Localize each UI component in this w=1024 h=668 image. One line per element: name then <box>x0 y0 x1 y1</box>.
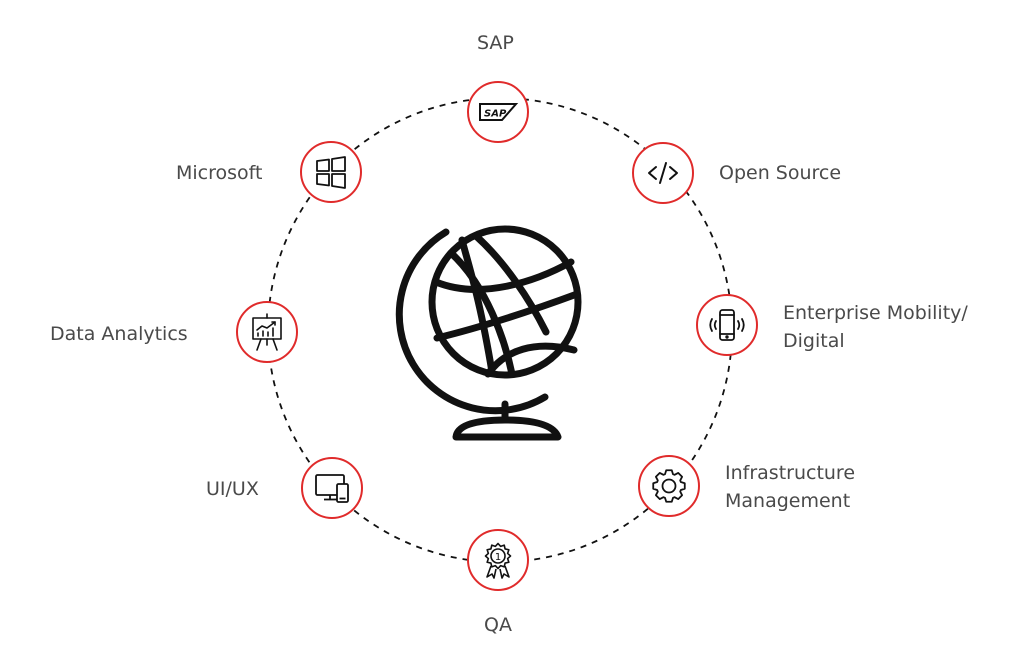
open-source-node[interactable] <box>632 142 694 204</box>
label-infrastructure: Infrastructure Management <box>725 462 856 512</box>
label-enterprise-mobility: Enterprise Mobility/ Digital <box>783 302 968 352</box>
enterprise-mobility-node[interactable] <box>696 294 758 356</box>
label-ui-ux: UI/UX <box>206 478 259 500</box>
devices-icon <box>315 474 349 503</box>
gear-icon <box>652 469 686 503</box>
globe-icon <box>395 225 582 441</box>
presentation-chart-icon <box>252 313 282 351</box>
qa-node[interactable]: 1 <box>467 529 529 591</box>
label-open-source: Open Source <box>719 162 842 184</box>
label-data-analytics: Data Analytics <box>50 323 188 345</box>
label-sap: SAP <box>477 32 514 54</box>
windows-logo-icon <box>316 156 346 189</box>
label-qa: QA <box>484 614 512 636</box>
ui-ux-node[interactable] <box>301 457 363 519</box>
label-microsoft: Microsoft <box>176 162 263 184</box>
smartphone-icon <box>709 309 745 341</box>
award-badge-icon: 1 <box>484 542 512 579</box>
code-icon <box>648 162 678 184</box>
data-analytics-node[interactable] <box>236 301 298 363</box>
infrastructure-node[interactable] <box>638 455 700 517</box>
sap-logo-icon: SAP <box>479 103 519 121</box>
svg-text:1: 1 <box>495 552 501 563</box>
sap-node[interactable]: SAP <box>467 81 529 143</box>
svg-text:SAP: SAP <box>484 109 507 120</box>
microsoft-node[interactable] <box>300 141 362 203</box>
